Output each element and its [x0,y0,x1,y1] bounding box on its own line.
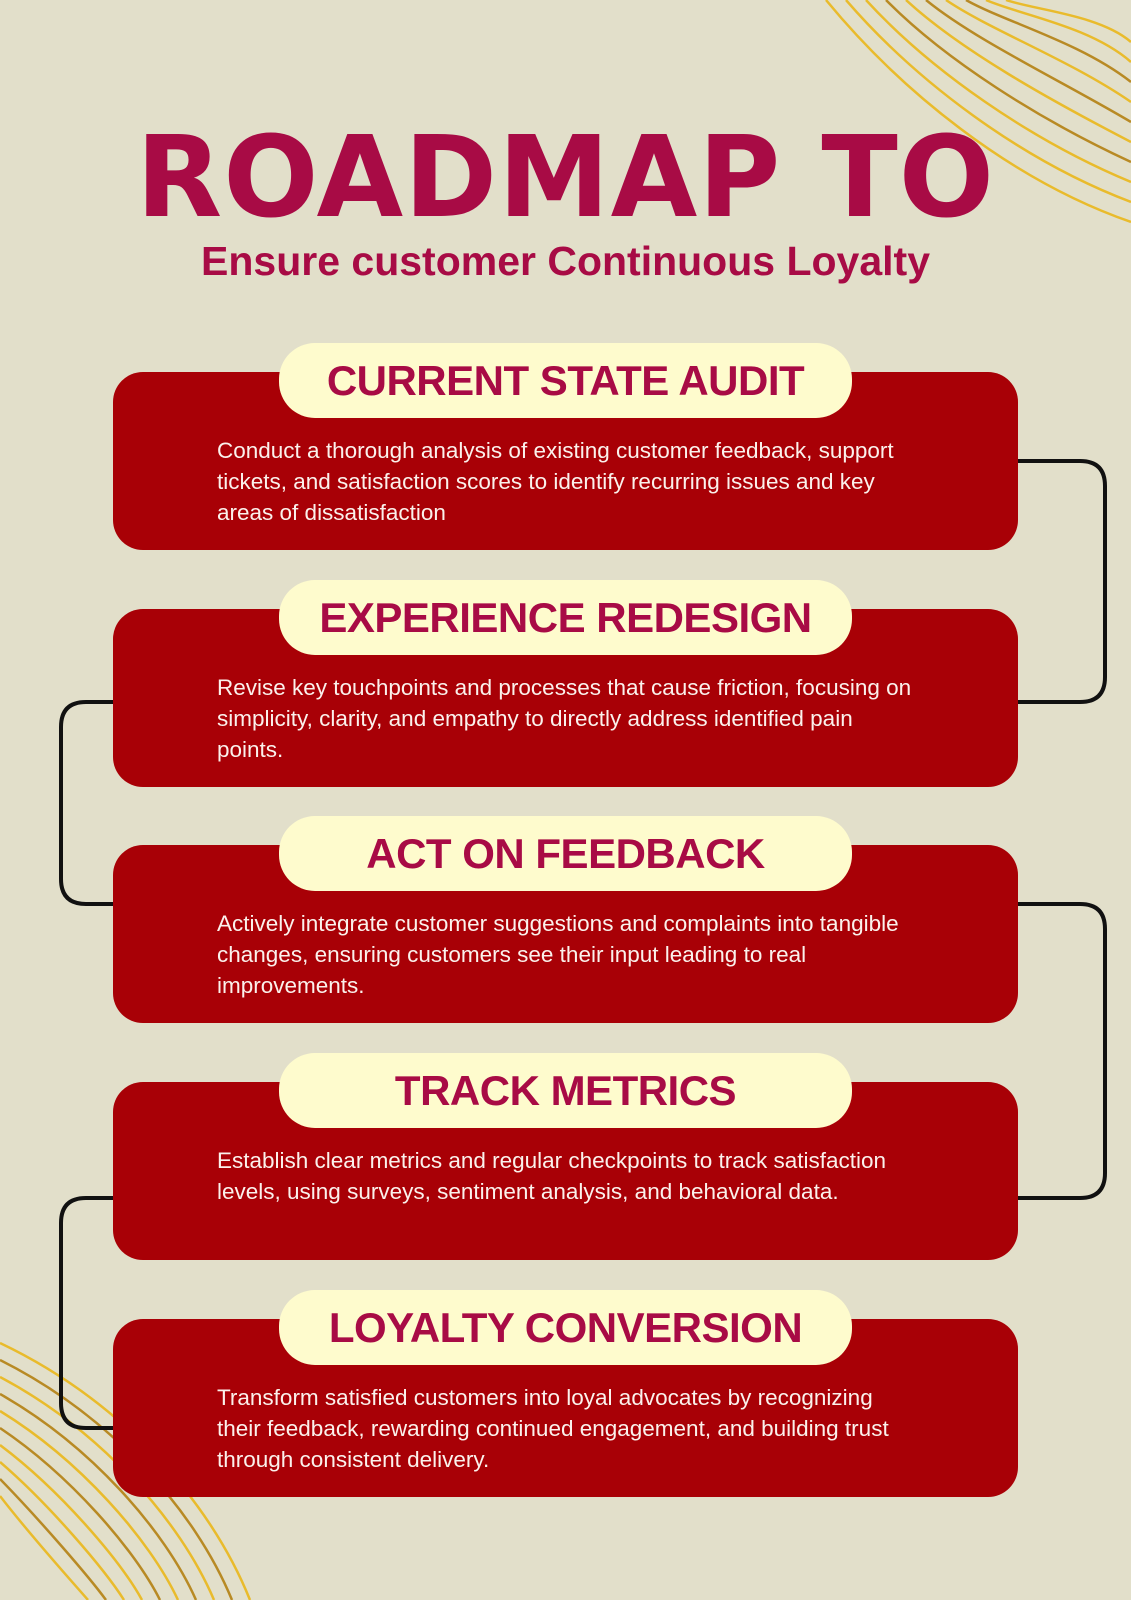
step-description: Conduct a thorough analysis of existing … [217,438,894,525]
step-description: Establish clear metrics and regular chec… [217,1148,887,1204]
step-title: ACT ON FEEDBACK [279,816,852,891]
step-title: EXPERIENCE REDESIGN [279,580,852,655]
connector-1-2 [1016,459,1107,704]
page-subtitle: Ensure customer Continuous Loyalty [201,238,930,284]
step-description: Actively integrate customer suggestions … [217,911,899,998]
step-title: TRACK METRICS [279,1053,852,1128]
roadmap-step-track-metrics: TRACK METRICS Establish clear metrics an… [113,1053,1018,1260]
roadmap-step-experience-redesign: EXPERIENCE REDESIGN Revise key touchpoin… [113,580,1018,787]
connector-2-3 [59,700,115,906]
connector-4-5 [59,1196,115,1430]
roadmap-step-act-on-feedback: ACT ON FEEDBACK Actively integrate custo… [113,816,1018,1023]
roadmap-step-loyalty-conversion: LOYALTY CONVERSION Transform satisfied c… [113,1290,1018,1497]
page-title: ROADMAP TO [136,113,995,243]
step-title: CURRENT STATE AUDIT [279,343,852,418]
connector-3-4 [1016,902,1107,1200]
step-title: LOYALTY CONVERSION [279,1290,852,1365]
step-description: Transform satisfied customers into loyal… [217,1385,889,1472]
step-description: Revise key touchpoints and processes tha… [217,675,912,762]
roadmap-step-current-state-audit: CURRENT STATE AUDIT Conduct a thorough a… [113,343,1018,550]
